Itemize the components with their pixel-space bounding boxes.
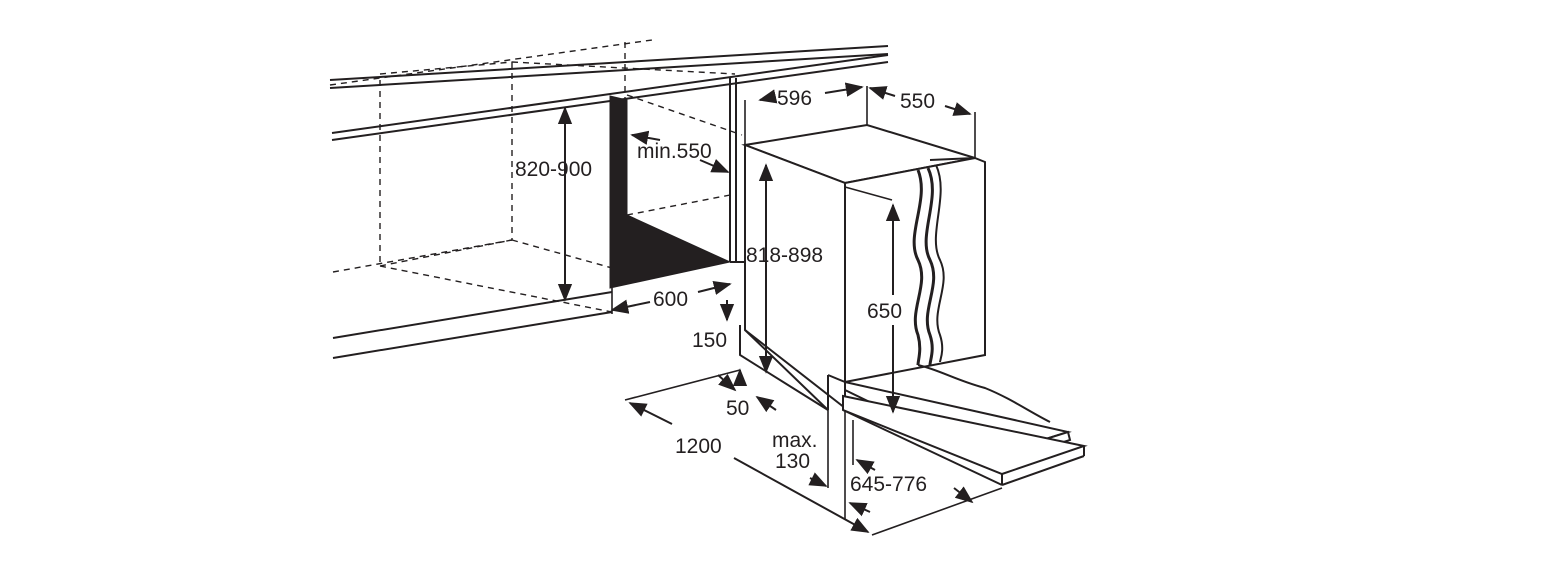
label-645-776: 645-776 (850, 473, 927, 496)
decor-panel (912, 157, 1051, 423)
label-550: 550 (900, 90, 935, 113)
label-820-900: 820-900 (515, 158, 592, 181)
label-600: 600 (653, 288, 688, 311)
label-596: 596 (777, 87, 812, 110)
cabinet-edge (729, 78, 745, 263)
door-panel (842, 380, 1088, 486)
dimension-labels: 596 550 820-900 min.550 818-898 600 650 … (515, 87, 935, 496)
niche-outline (329, 39, 743, 313)
label-818-898: 818-898 (746, 244, 823, 267)
label-max: max. (772, 429, 818, 452)
side-panel (609, 95, 732, 314)
dishwasher-body (739, 123, 986, 411)
label-50: 50 (726, 397, 749, 420)
floor-lines (332, 291, 613, 359)
label-650: 650 (867, 300, 902, 323)
label-150: 150 (692, 329, 727, 352)
label-1200: 1200 (675, 435, 722, 458)
label-min-550: min.550 (637, 140, 712, 163)
dimension-lines (557, 82, 1003, 536)
label-130: 130 (775, 450, 810, 473)
